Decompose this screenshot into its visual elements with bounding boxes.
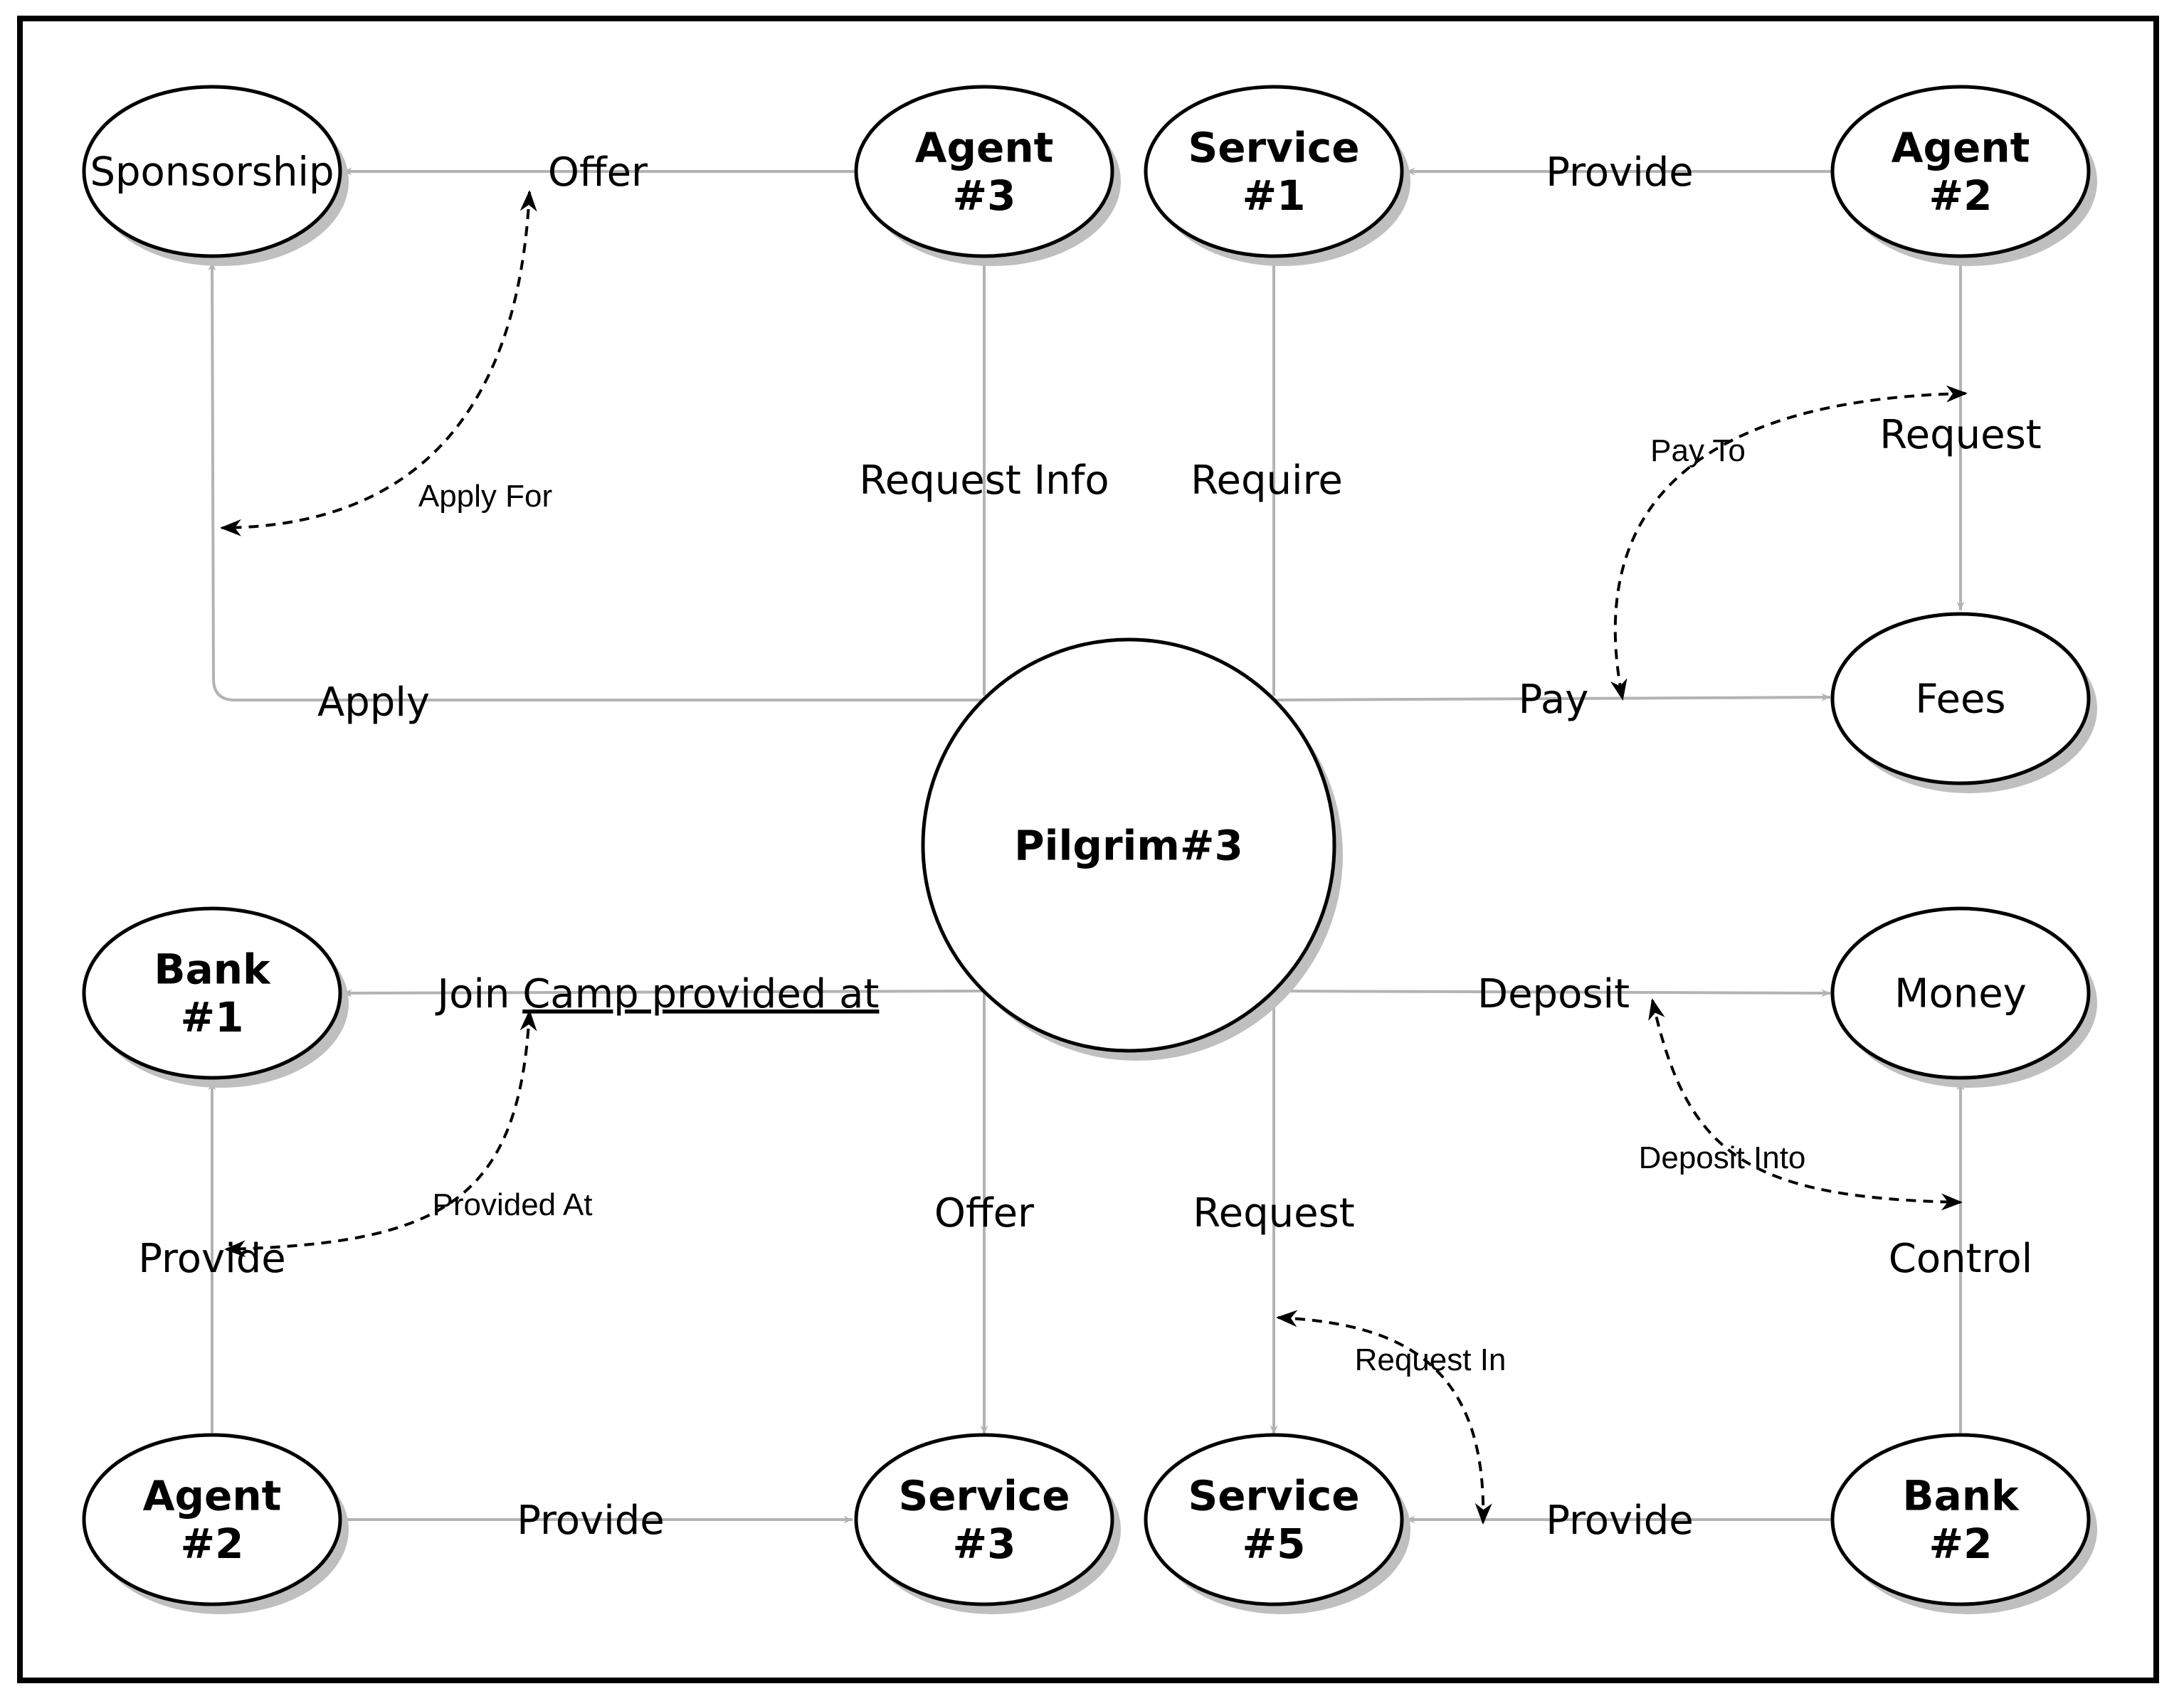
- node-sponsorship-shape: [82, 85, 342, 258]
- node-agent-2-bottom-label-line-1: Agent: [143, 1472, 282, 1520]
- edge-label-provide-bottom-right: Provide: [1546, 1498, 1694, 1544]
- node-agent-3-label-line-1: Agent: [915, 124, 1054, 172]
- node-pilgrim-3-label-line-1: Pilgrim#3: [1014, 821, 1243, 869]
- node-service-1-label-line-2: #1: [1243, 171, 1306, 220]
- relation-label-request-in: Request In: [1355, 1342, 1507, 1377]
- node-pilgrim-3: Pilgrim#3: [921, 637, 1343, 1061]
- node-service-1-shape: [1144, 85, 1404, 258]
- relation-provided-at: [224, 1010, 537, 1258]
- node-agent-3: Agent#3: [854, 85, 1121, 266]
- node-bank-2-shape: [1830, 1433, 2091, 1606]
- node-service-3-shape: [854, 1433, 1114, 1606]
- edge-label-join-camp: Join Camp provided at: [436, 971, 880, 1017]
- relation-apply-for: [220, 190, 537, 536]
- node-bank-2-label-line-2: #2: [1929, 1520, 1993, 1568]
- edge-label-request-info: Request Info: [859, 457, 1109, 504]
- edge-pilgrim-to-sponsorship: [208, 261, 984, 701]
- node-agent-2-top-label-line-2: #2: [1929, 171, 1993, 220]
- node-sponsorship-label-line-1: Sponsorship: [90, 149, 334, 196]
- node-agent-3-shape: [854, 85, 1114, 258]
- edge-label-apply: Apply: [317, 679, 430, 726]
- node-money: Money: [1830, 906, 2097, 1088]
- node-agent-2-top-shape: [1830, 85, 2091, 258]
- relation-label-deposit-into: Deposit Into: [1639, 1140, 1806, 1175]
- node-service-3-label-line-2: #3: [953, 1520, 1016, 1568]
- node-sponsorship: Sponsorship: [82, 85, 349, 266]
- edge-label-deposit: Deposit: [1477, 971, 1630, 1017]
- node-bank-2-label-line-1: Bank: [1902, 1472, 2020, 1520]
- edge-pilgrim-to-bank1: [342, 989, 985, 997]
- node-service-5: Service#5: [1144, 1433, 1410, 1614]
- node-agent-2-top-label-line-1: Agent: [1892, 124, 2030, 172]
- edge-label-provide-left: Provide: [138, 1236, 286, 1282]
- edge-label-request-bottom: Request: [1193, 1190, 1354, 1236]
- node-bank-1: Bank#1: [82, 906, 349, 1088]
- node-agent-2-bottom-shape: [82, 1433, 342, 1606]
- relation-pay-to: [1610, 385, 1968, 701]
- edge-label-provide-bottom-left: Provide: [517, 1498, 665, 1544]
- edge-label-provide-top: Provide: [1546, 149, 1694, 196]
- node-service-1: Service#1: [1144, 85, 1410, 266]
- relation-request-in: [1276, 1310, 1492, 1525]
- edge-pilgrim-to-money: [1273, 989, 1831, 997]
- node-agent-2-bottom-label-line-2: #2: [181, 1520, 244, 1568]
- node-service-1-label-line-1: Service: [1188, 124, 1359, 172]
- node-agent-2-top: Agent#2: [1830, 85, 2097, 266]
- node-money-label-line-1: Money: [1894, 971, 2027, 1017]
- relation-deposit-into: [1648, 998, 1963, 1211]
- relation-label-provided-at: Provided At: [432, 1187, 592, 1222]
- node-bank-1-label-line-2: #1: [181, 993, 244, 1042]
- node-service-5-label-line-2: #5: [1243, 1520, 1306, 1568]
- relation-label-apply-for: Apply For: [418, 479, 552, 514]
- edge-label-require: Require: [1191, 457, 1343, 504]
- join-underlined: Camp provided at: [522, 971, 879, 1017]
- node-service-5-shape: [1144, 1433, 1404, 1606]
- node-fees-label-line-1: Fees: [1915, 677, 2005, 723]
- join-prefix: Join: [436, 971, 523, 1017]
- node-service-3-label-line-1: Service: [898, 1472, 1070, 1520]
- relation-label-pay-to: Pay To: [1650, 433, 1746, 468]
- node-agent-3-label-line-2: #3: [953, 171, 1016, 220]
- node-agent-2-bottom: Agent#2: [82, 1433, 349, 1614]
- node-bank-2: Bank#2: [1830, 1433, 2097, 1614]
- edge-label-pay: Pay: [1519, 677, 1589, 723]
- node-service-5-label-line-1: Service: [1188, 1472, 1359, 1520]
- node-service-3: Service#3: [854, 1433, 1121, 1614]
- node-fees-shape: [1830, 612, 2091, 785]
- edge-label-offer-bottom: Offer: [934, 1190, 1035, 1236]
- node-bank-1-label-line-1: Bank: [154, 945, 271, 994]
- edge-label-offer-top: Offer: [548, 149, 648, 196]
- edge-label-control: Control: [1889, 1236, 2032, 1282]
- node-fees: Fees: [1830, 612, 2097, 793]
- edge-label-request-top: Request: [1879, 412, 2041, 458]
- node-pilgrim-3-shape: [921, 637, 1336, 1053]
- node-money-shape: [1830, 906, 2091, 1080]
- node-bank-1-shape: [82, 906, 342, 1080]
